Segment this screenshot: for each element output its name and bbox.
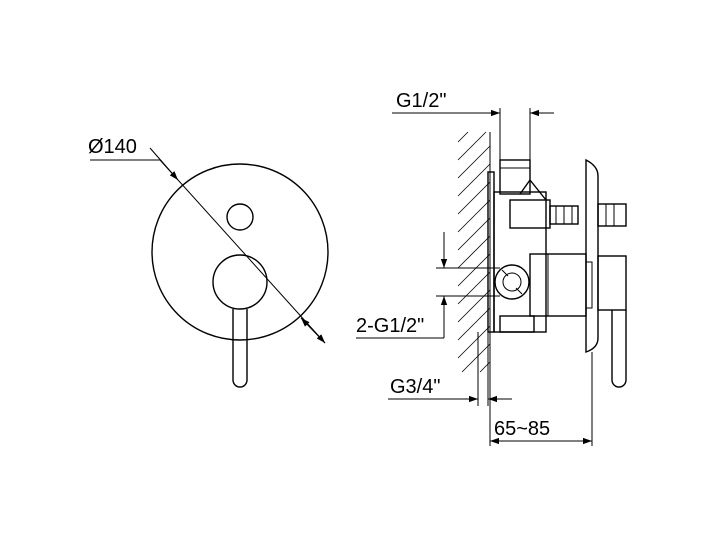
lever-handle: [232, 309, 248, 388]
handle-hub-side: [597, 255, 627, 311]
lever-handle-side: [611, 310, 627, 388]
bottom-outlet: [499, 315, 535, 333]
cover-plate-outline: [151, 163, 329, 341]
diameter-leader-line: [90, 159, 326, 344]
wall-hatching: [457, 131, 491, 373]
outlet-label: G3/4": [390, 376, 440, 398]
front-view: Ø140: [88, 136, 329, 388]
diverter-knob-side: [597, 203, 627, 227]
top-inlet-pipe: [499, 159, 531, 195]
diverter-stem: [519, 178, 547, 201]
diameter-arrow-top: [149, 147, 179, 181]
side-view: G1/2" 2-G1/2" G3/4" 65~85: [356, 90, 627, 446]
side-inlet-connection: [494, 264, 530, 300]
diverter-knob: [226, 203, 254, 231]
mounting-flange: [487, 171, 495, 333]
diameter-arrow-bottom: [300, 317, 326, 344]
cartridge-housing: [529, 253, 587, 317]
side-inlet-label: 2-G1/2": [356, 315, 424, 337]
handle-hub: [212, 254, 268, 310]
valve-body: [493, 191, 547, 333]
diameter-label: Ø140: [88, 136, 137, 158]
depth-range-label: 65~85: [494, 418, 550, 440]
top-inlet-label: G1/2": [396, 90, 446, 112]
diverter-body: [509, 199, 551, 229]
cover-plate-side: [585, 158, 599, 353]
